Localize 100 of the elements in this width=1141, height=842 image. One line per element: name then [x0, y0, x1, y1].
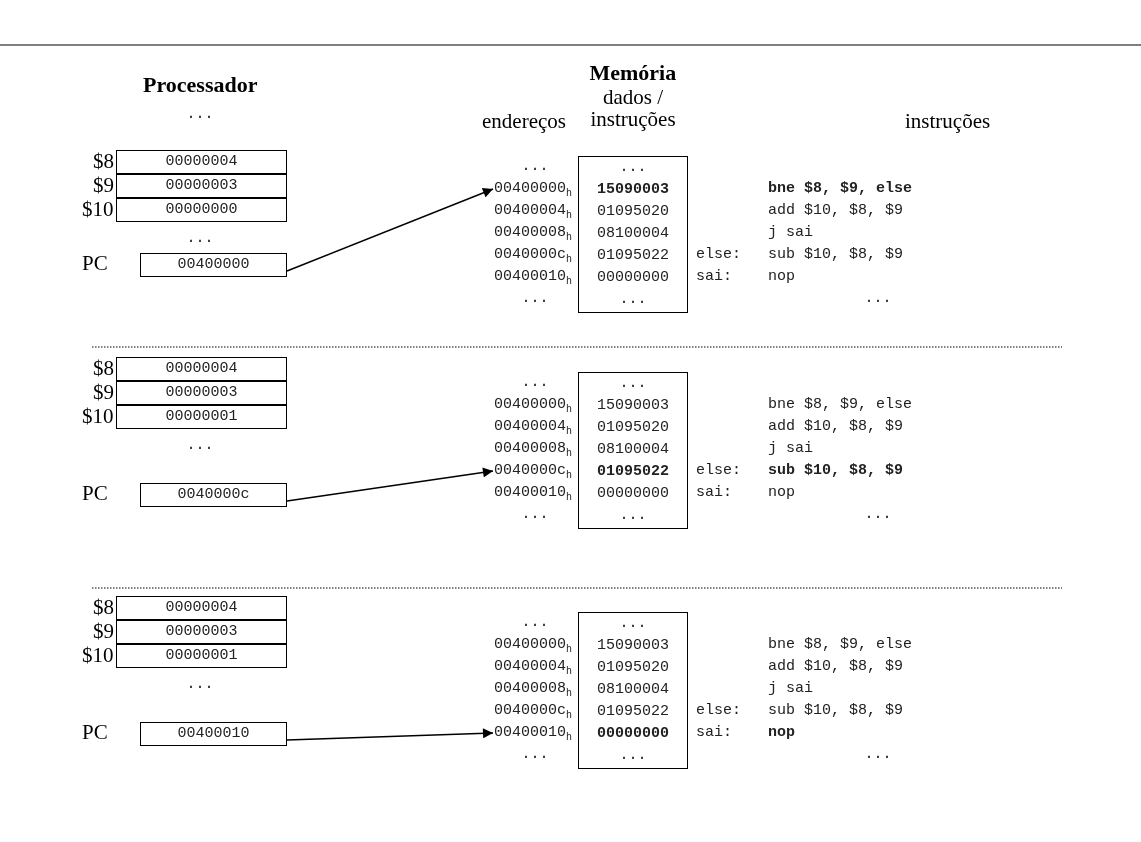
- memory-word: ...: [618, 374, 648, 394]
- memory-word: 00000000: [596, 724, 670, 744]
- heading: Memória: [589, 62, 677, 84]
- instruction-text: bne $8, $9, else: [768, 635, 913, 655]
- instruction-text: bne $8, $9, else: [768, 395, 913, 415]
- register-name: $9: [93, 174, 114, 196]
- memory-word: 00000000: [596, 268, 670, 288]
- address-text: 0040000c$_{h}$: [494, 460, 573, 482]
- program-counter-box: 00400010: [140, 722, 287, 746]
- heading: Processador: [143, 74, 258, 96]
- instruction-text: sub $10, $8, $9: [768, 701, 904, 721]
- arrow: [286, 728, 494, 741]
- memory-word: 01095022: [596, 462, 670, 482]
- address-text: 00400004$_{h}$: [494, 657, 573, 678]
- ellipsis: ...: [186, 675, 214, 695]
- code-label: sai:: [696, 483, 732, 503]
- instruction-text: nop: [768, 723, 795, 743]
- memory-word: 15090003: [596, 180, 670, 200]
- register-cell: 00000004: [116, 596, 287, 620]
- ellipsis: ...: [521, 505, 549, 525]
- ellipsis: ...: [186, 105, 214, 125]
- ellipsis: ...: [864, 745, 892, 765]
- memory-word: ...: [618, 290, 648, 310]
- memory-box: [578, 372, 688, 529]
- register-name: $8: [93, 150, 114, 172]
- address-text: 00400010$_{h}$: [494, 483, 573, 504]
- register-cell: 00000001: [116, 405, 287, 429]
- address-text: 00400010$_{h}$: [494, 722, 573, 744]
- memory-word: ...: [618, 614, 648, 634]
- memory-word: 01095022: [596, 246, 670, 266]
- address-text: 00400008$_{h}$: [494, 223, 573, 244]
- register-name: PC: [82, 252, 108, 274]
- ellipsis: ...: [521, 373, 549, 393]
- program-counter-box: 0040000c: [140, 483, 287, 507]
- instruction-text: sub $10, $8, $9: [768, 461, 904, 481]
- ellipsis: ...: [864, 289, 892, 309]
- register-name: PC: [82, 482, 108, 504]
- address-text: 00400008$_{h}$: [494, 679, 573, 700]
- address-text: 0040000c$_{h}$: [494, 245, 573, 266]
- instruction-text: nop: [768, 483, 795, 503]
- address-text: 00400000$_{h}$: [494, 635, 573, 656]
- memory-word: ...: [618, 506, 648, 526]
- address-text: 00400008$_{h}$: [494, 439, 573, 460]
- column-heading: instruções: [905, 110, 991, 132]
- code-label: else:: [696, 701, 741, 721]
- register-name: $10: [82, 644, 114, 666]
- memory-word: ...: [618, 746, 648, 766]
- register-name: PC: [82, 721, 108, 743]
- ellipsis: ...: [521, 157, 549, 177]
- arrow: [286, 188, 494, 272]
- memory-word: 01095020: [596, 658, 670, 678]
- register-name: $10: [82, 198, 114, 220]
- register-cell: 00000000: [116, 198, 287, 222]
- address-text: 00400000$_{h}$: [494, 178, 573, 200]
- memory-word: 01095022: [596, 702, 670, 722]
- register-name: $9: [93, 381, 114, 403]
- instruction-text: add $10, $8, $9: [768, 657, 904, 677]
- memory-word: 01095020: [596, 202, 670, 222]
- program-counter-box: 00400000: [140, 253, 287, 277]
- column-heading: dados / instruções: [589, 86, 677, 130]
- instruction-text: add $10, $8, $9: [768, 417, 904, 437]
- register-name: $9: [93, 620, 114, 642]
- register-name: $10: [82, 405, 114, 427]
- instruction-text: bne $8, $9, else: [768, 179, 913, 199]
- memory-word: 15090003: [596, 636, 670, 656]
- ellipsis: ...: [186, 436, 214, 456]
- register-name: $8: [93, 357, 114, 379]
- memory-word: 15090003: [596, 396, 670, 416]
- instruction-text: j sai: [768, 223, 813, 243]
- memory-word: 08100004: [596, 440, 670, 460]
- instruction-text: add $10, $8, $9: [768, 201, 904, 221]
- register-name: $8: [93, 596, 114, 618]
- register-cell: 00000003: [116, 381, 287, 405]
- register-cell: 00000001: [116, 644, 287, 668]
- address-text: 00400000$_{h}$: [494, 395, 573, 416]
- register-cell: 00000003: [116, 620, 287, 644]
- register-cell: 00000004: [116, 357, 287, 381]
- column-heading: endereços: [482, 110, 566, 132]
- instruction-text: sub $10, $8, $9: [768, 245, 904, 265]
- memory-word: 08100004: [596, 680, 670, 700]
- memory-word: 08100004: [596, 224, 670, 244]
- code-label: else:: [696, 245, 741, 265]
- code-label: else:: [696, 461, 741, 481]
- ellipsis: ...: [864, 505, 892, 525]
- memory-word: ...: [618, 158, 648, 178]
- instruction-text: j sai: [768, 439, 813, 459]
- ellipsis: ...: [521, 745, 549, 765]
- arrow: [286, 467, 494, 502]
- memory-box: [578, 156, 688, 313]
- address-text: 00400004$_{h}$: [494, 417, 573, 438]
- instruction-text: nop: [768, 267, 795, 287]
- register-cell: 00000003: [116, 174, 287, 198]
- code-label: sai:: [696, 723, 732, 743]
- address-text: 00400004$_{h}$: [494, 201, 573, 222]
- instruction-text: j sai: [768, 679, 813, 699]
- ellipsis: ...: [521, 613, 549, 633]
- code-label: sai:: [696, 267, 732, 287]
- memory-word: 01095020: [596, 418, 670, 438]
- address-text: 00400010$_{h}$: [494, 267, 573, 288]
- ellipsis: ...: [186, 229, 214, 249]
